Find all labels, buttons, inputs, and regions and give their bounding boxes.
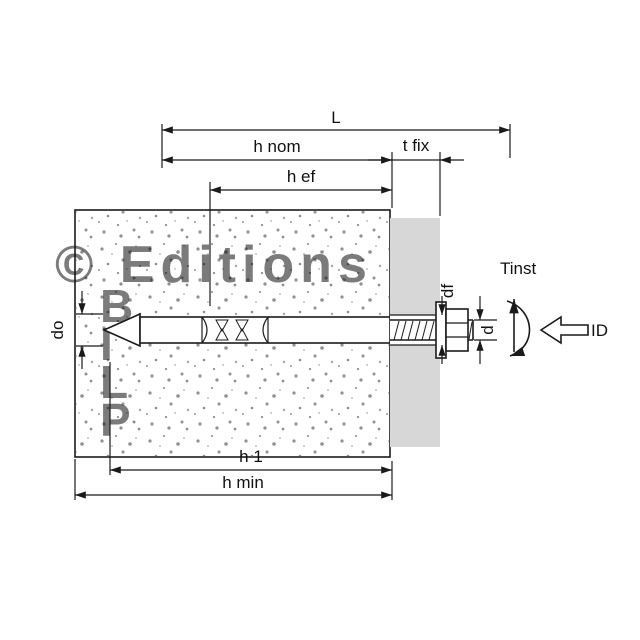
insertion-arrow: ID xyxy=(539,315,608,345)
watermark-text: © Editions xyxy=(55,236,373,294)
dimension-lines xyxy=(75,126,510,499)
label-h1: h 1 xyxy=(239,447,263,466)
label-hnom: h nom xyxy=(253,137,300,156)
torque-symbol: Tinst xyxy=(500,259,536,357)
label-df: df xyxy=(438,284,457,298)
label-L: L xyxy=(331,108,340,127)
insertion-direction-arrow-icon xyxy=(539,315,589,345)
dimension-labels: L h nom t fix h ef h 1 h min do df d xyxy=(48,108,497,492)
washer xyxy=(435,301,447,359)
label-do: do xyxy=(48,321,67,340)
expansion-clip-triangles xyxy=(215,319,249,341)
bolt-stub-thread xyxy=(468,321,473,340)
expansion-sleeve xyxy=(201,316,269,344)
label-hef: h ef xyxy=(287,167,316,186)
anchor-bolt xyxy=(102,301,474,359)
label-id: ID xyxy=(591,321,608,340)
label-hmin: h min xyxy=(222,473,264,492)
hex-nut xyxy=(445,308,469,352)
torque-rotation-arc-icon xyxy=(506,300,531,357)
label-tfix: t fix xyxy=(403,136,430,155)
label-d: d xyxy=(478,325,497,334)
label-tinst: Tinst xyxy=(500,259,536,278)
